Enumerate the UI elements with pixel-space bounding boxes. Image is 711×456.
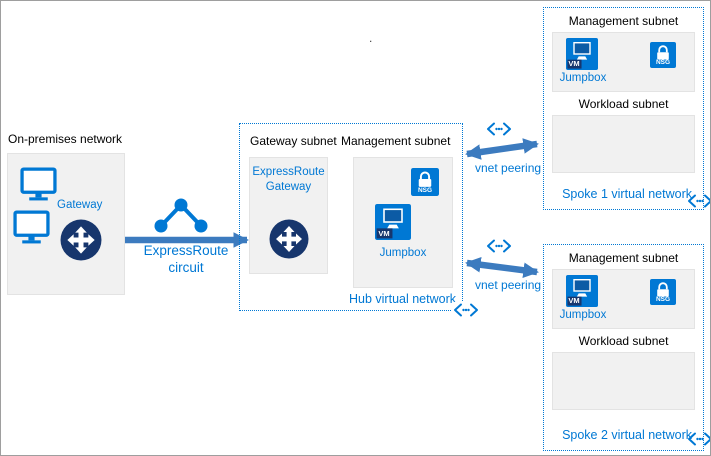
gateway-subnet-box: ExpressRoute Gateway	[249, 157, 328, 274]
hub-vnet-title: Hub virtual network	[349, 292, 456, 306]
vm-label: VM	[568, 59, 580, 69]
nsg-icon: NSG	[650, 42, 676, 68]
vnet-peering-arrow-top	[465, 138, 539, 160]
expressroute-circuit-label: ExpressRoute circuit	[143, 243, 229, 275]
workload-subnet-box	[552, 115, 695, 173]
monitor-icon	[13, 210, 50, 245]
management-subnet-box: VM NSG Jumpbox	[552, 32, 695, 92]
stray-dot: .	[369, 31, 373, 45]
vnet-peering-icon	[485, 121, 513, 137]
vnet-peering-icon	[485, 238, 513, 254]
gateway-subnet-label: Gateway subnet	[250, 134, 337, 148]
nsg-icon: NSG	[650, 279, 676, 305]
vnet-peering-icon	[686, 193, 710, 209]
spoke2-vnet-title: Spoke 2 virtual network	[562, 428, 692, 442]
vnet-peering-icon	[686, 431, 710, 447]
workload-subnet-label: Workload subnet	[578, 334, 669, 348]
workload-subnet-box	[552, 352, 695, 410]
management-subnet-label: Management subnet	[341, 134, 451, 148]
vm-icon: VM	[375, 204, 411, 240]
vm-label: VM	[378, 229, 390, 239]
jumpbox-label: Jumpbox	[559, 72, 607, 84]
workload-subnet-label: Workload subnet	[578, 97, 669, 111]
vnet-peering-label-bottom: vnet peering	[475, 278, 542, 292]
vnet-peering-arrow-bottom	[465, 257, 539, 278]
expressroute-gateway-label: ExpressRoute Gateway	[252, 166, 325, 193]
management-subnet-box: NSG VM Jumpbox	[353, 157, 453, 288]
gateway-icon	[60, 219, 102, 261]
gateway-label: Gateway	[57, 199, 103, 211]
vm-label: VM	[568, 296, 580, 306]
nsg-label: NSG	[417, 186, 433, 194]
management-subnet-label: Management subnet	[568, 251, 679, 265]
hub-vnet-box: Gateway subnet ExpressRoute Gateway Mana…	[239, 123, 463, 311]
expressroute-icon	[151, 197, 211, 235]
vm-icon: VM	[566, 38, 598, 70]
jumpbox-label: Jumpbox	[559, 309, 607, 321]
onprem-network-box: Gateway	[7, 153, 125, 295]
gateway-icon	[269, 219, 309, 259]
jumpbox-label: Jumpbox	[379, 247, 427, 259]
spoke2-vnet-box: Management subnet VM NSG Jumpbox Workloa…	[543, 244, 704, 451]
nsg-icon: NSG	[411, 168, 439, 196]
management-subnet-label: Management subnet	[568, 14, 679, 28]
monitor-icon	[20, 167, 57, 202]
vnet-peering-label-top: vnet peering	[475, 161, 542, 175]
onprem-network-title: On-premises network	[8, 132, 123, 146]
vnet-peering-icon	[452, 302, 480, 318]
management-subnet-box: VM NSG Jumpbox	[552, 269, 695, 329]
spoke1-vnet-title: Spoke 1 virtual network	[562, 187, 692, 201]
nsg-label: NSG	[655, 58, 671, 66]
vm-icon: VM	[566, 275, 598, 307]
nsg-label: NSG	[655, 295, 671, 303]
spoke1-vnet-box: Management subnet VM NSG Jumpbox Workloa…	[543, 7, 704, 210]
